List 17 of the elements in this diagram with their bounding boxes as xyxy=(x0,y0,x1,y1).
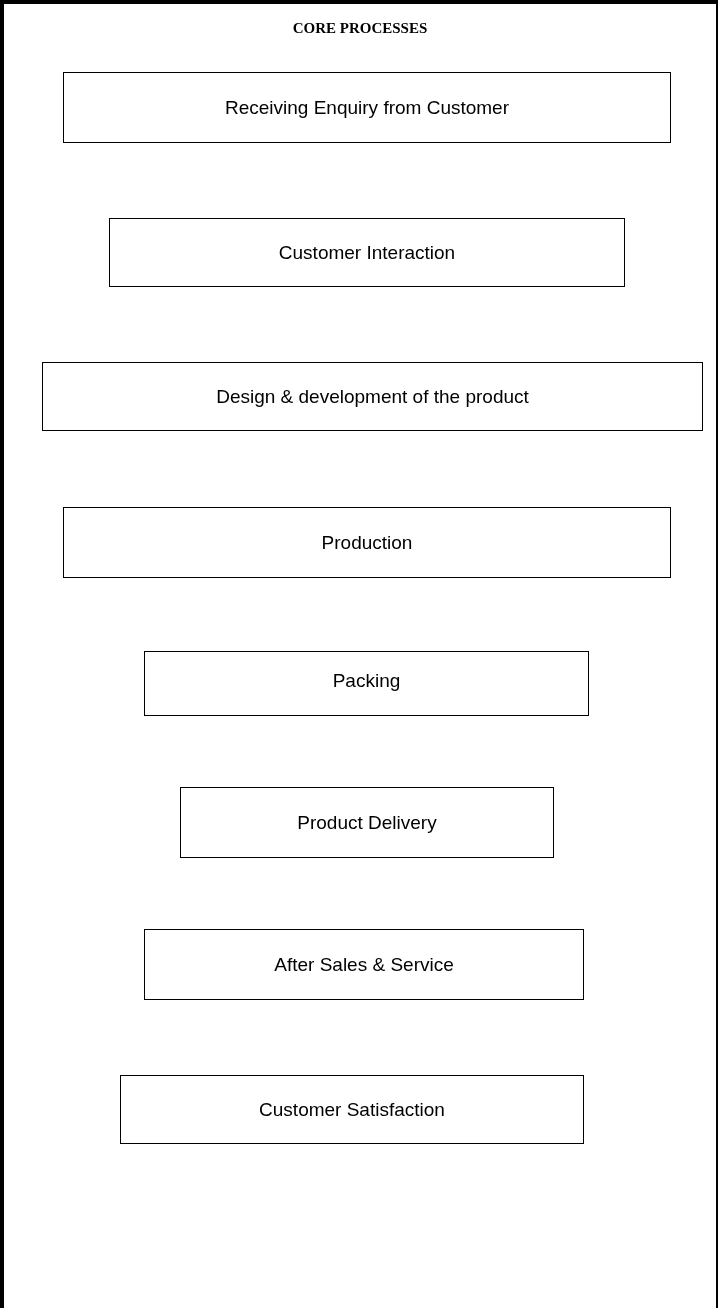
process-label: Customer Satisfaction xyxy=(259,1098,445,1121)
process-label: After Sales & Service xyxy=(274,953,454,976)
process-box xyxy=(63,72,671,143)
title: CORE PROCESSES xyxy=(291,20,429,37)
process-label: Customer Interaction xyxy=(278,241,456,264)
process-label: Packing xyxy=(332,670,401,692)
process-box xyxy=(42,362,703,431)
process-box xyxy=(63,507,671,578)
process-box xyxy=(144,929,584,1000)
process-box xyxy=(144,651,589,716)
process-box xyxy=(109,218,625,287)
process-box xyxy=(180,787,554,858)
process-box xyxy=(120,1075,584,1144)
process-label: Design & development of the product xyxy=(216,385,529,408)
process-label: Receiving Enquiry from Customer xyxy=(224,96,509,119)
process-label: Product Delivery xyxy=(297,811,437,834)
process-label: Production xyxy=(321,531,413,554)
